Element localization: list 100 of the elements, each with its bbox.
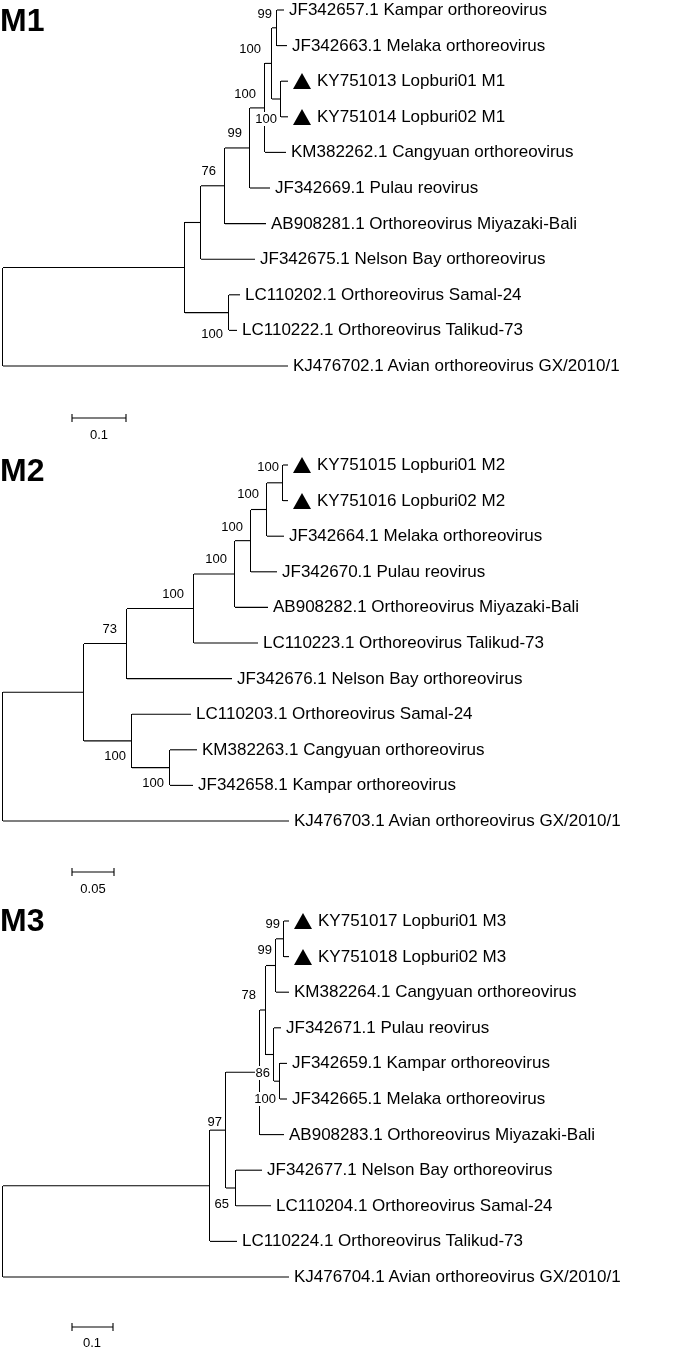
branch-line xyxy=(271,98,281,100)
vertical-branch-line xyxy=(209,1130,210,1242)
branch-line xyxy=(169,784,194,786)
vertical-branch-line xyxy=(228,294,229,331)
vertical-branch-line xyxy=(276,10,277,46)
taxon-label: KM382263.1 Cangyuan orthoreovirus xyxy=(202,738,485,761)
vertical-branch-line xyxy=(2,692,3,821)
branch-line xyxy=(282,500,289,502)
vertical-branch-line xyxy=(235,1170,236,1206)
panel-heading: M3 xyxy=(0,902,45,938)
taxon-label: KY751013 Lopburi01 M1 xyxy=(317,70,506,93)
branch-line xyxy=(250,571,278,573)
bootstrap-value: 100 xyxy=(253,1092,277,1106)
scale-value: 0.1 xyxy=(89,428,109,442)
vertical-branch-line xyxy=(83,643,84,741)
vertical-branch-line xyxy=(184,222,185,313)
bootstrap-value: 65 xyxy=(213,1197,230,1211)
panel-heading: M1 xyxy=(0,2,45,38)
bootstrap-value: 86 xyxy=(254,1066,271,1080)
taxon-label: JF342669.1 Pulau reovirus xyxy=(275,177,479,199)
branch-line xyxy=(279,1062,288,1064)
taxon-label: KM382264.1 Cangyuan orthoreovirus xyxy=(294,981,577,1004)
branch-line xyxy=(83,740,132,742)
vertical-branch-line xyxy=(282,465,283,501)
vertical-branch-line xyxy=(200,185,201,260)
taxon-label: LC110222.1 Orthoreovirus Talikud-73 xyxy=(242,319,523,342)
bootstrap-value: 100 xyxy=(200,327,224,341)
branch-line xyxy=(265,1053,274,1056)
bootstrap-value: 73 xyxy=(101,622,118,636)
branch-line xyxy=(265,964,276,967)
vertical-branch-line xyxy=(271,27,272,99)
vertical-branch-line xyxy=(280,81,281,117)
branch-line xyxy=(184,312,229,314)
branch-line xyxy=(249,187,271,189)
taxon-label: JF342659.1 Kampar orthoreovirus xyxy=(292,1052,550,1075)
taxon-label: JF342676.1 Nelson Bay orthoreovirus xyxy=(237,667,523,690)
vertical-branch-line xyxy=(126,608,127,679)
vertical-branch-line xyxy=(225,1072,226,1188)
taxon-label: JF342671.1 Pulau reovirus xyxy=(286,1016,490,1039)
vertical-branch-line xyxy=(266,482,267,537)
bootstrap-value: 100 xyxy=(254,112,278,126)
bootstrap-value: 99 xyxy=(226,126,243,140)
branch-line xyxy=(276,45,288,47)
branch-line xyxy=(2,1276,290,1278)
taxon-label: JF342658.1 Kampar orthoreovirus xyxy=(198,774,456,797)
branch-line xyxy=(259,1134,285,1136)
taxon-label: KY751016 Lopburi02 M2 xyxy=(317,489,506,512)
taxon-label: KY751015 Lopburi01 M2 xyxy=(317,454,506,476)
taxon-label: AB908283.1 Orthoreovirus Miyazaki-Bali xyxy=(289,1123,596,1146)
branch-line xyxy=(2,365,289,367)
taxon-label: LC110223.1 Orthoreovirus Talikud-73 xyxy=(263,632,544,654)
vertical-branch-line xyxy=(273,1027,274,1082)
branch-line xyxy=(200,185,225,187)
vertical-branch-line xyxy=(279,1063,280,1099)
bootstrap-value: 100 xyxy=(204,552,228,566)
branch-line xyxy=(235,1169,263,1171)
branch-line xyxy=(275,991,290,993)
branch-line xyxy=(131,767,170,769)
branch-line xyxy=(228,294,241,296)
bootstrap-value: 99 xyxy=(256,7,273,21)
branch-line xyxy=(280,80,289,82)
branch-line xyxy=(264,62,272,64)
bootstrap-value: 100 xyxy=(256,460,280,474)
panel-heading: M2 xyxy=(0,452,45,488)
taxon-label: JF342670.1 Pulau reovirus xyxy=(282,560,486,583)
branch-line xyxy=(283,956,290,958)
bootstrap-value: 99 xyxy=(256,943,273,957)
taxon-label: KY751017 Lopburi01 M3 xyxy=(318,910,507,932)
vertical-branch-line xyxy=(234,540,235,608)
branch-line xyxy=(131,713,192,715)
taxon-label: KJ476704.1 Avian orthoreovirus GX/2010/1 xyxy=(294,1266,621,1288)
branch-line xyxy=(193,642,259,644)
branch-line xyxy=(83,643,127,645)
vertical-branch-line xyxy=(249,107,250,188)
branch-line xyxy=(273,1080,280,1082)
bootstrap-value: 99 xyxy=(264,917,281,931)
vertical-branch-line xyxy=(131,714,132,768)
bootstrap-value: 78 xyxy=(240,988,257,1002)
branch-line xyxy=(209,1240,238,1242)
branch-line xyxy=(224,223,267,225)
taxon-label: JF342663.1 Melaka orthoreovirus xyxy=(292,34,546,57)
bootstrap-value: 76 xyxy=(200,164,217,178)
taxon-label: JF342657.1 Kampar orthoreovirus xyxy=(289,0,547,21)
branch-line xyxy=(2,691,84,693)
branch-line xyxy=(224,147,250,149)
branch-line xyxy=(193,573,235,575)
vertical-branch-line xyxy=(275,938,276,993)
branch-line xyxy=(235,1205,272,1207)
taxon-label: LC110203.1 Orthoreovirus Samal-24 xyxy=(196,703,473,726)
branch-line xyxy=(283,920,290,922)
vertical-branch-line xyxy=(265,965,266,1055)
branch-line xyxy=(259,1009,266,1011)
taxon-label: AB908282.1 Orthoreovirus Miyazaki-Bali xyxy=(273,596,580,619)
bootstrap-value: 100 xyxy=(161,587,185,601)
vertical-branch-line xyxy=(193,574,194,643)
vertical-branch-line xyxy=(264,63,265,153)
branch-line xyxy=(280,116,289,118)
branch-line xyxy=(234,606,269,608)
bootstrap-value: 100 xyxy=(220,520,244,534)
taxon-label: JF342664.1 Melaka orthoreovirus xyxy=(289,525,543,548)
